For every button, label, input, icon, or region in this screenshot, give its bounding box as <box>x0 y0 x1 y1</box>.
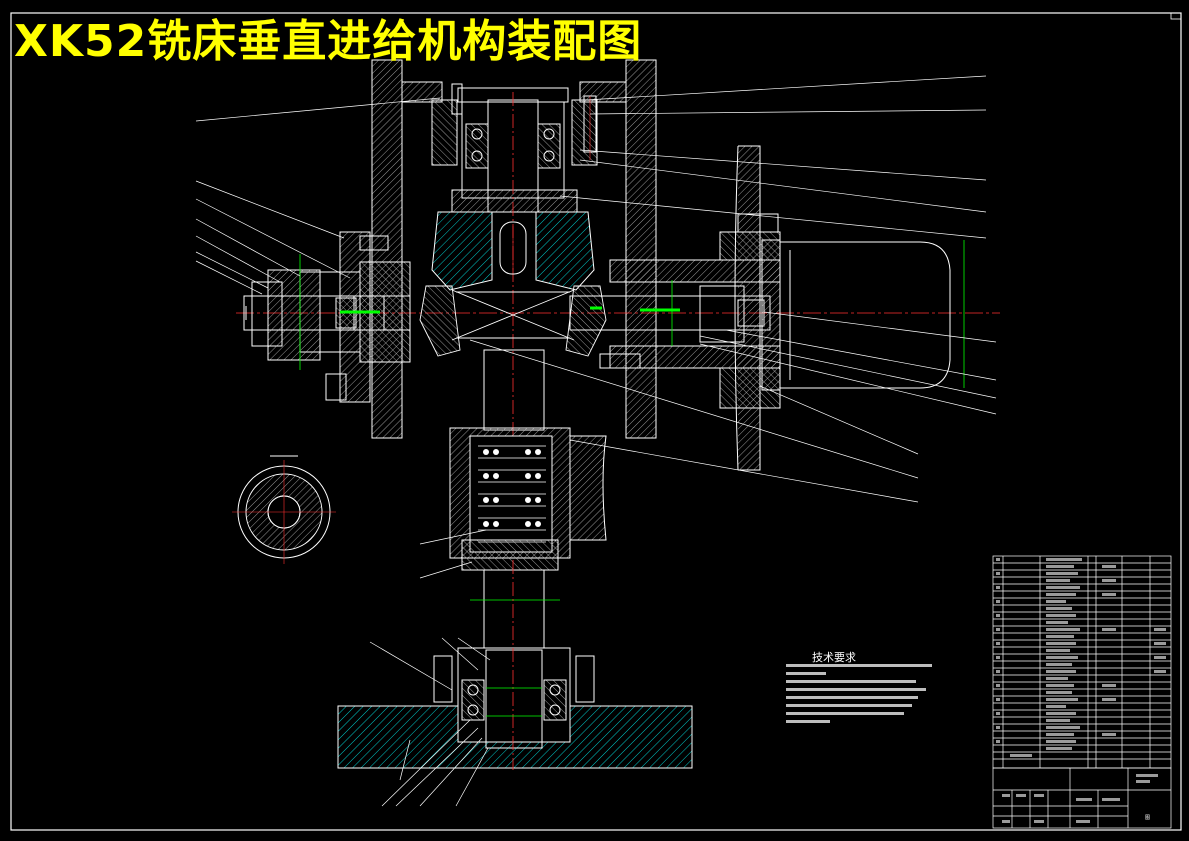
title-block <box>992 767 1172 829</box>
base-bearing-block <box>337 560 693 770</box>
leader-lines <box>195 75 997 807</box>
title-block-fill-marks <box>1002 774 1158 823</box>
title-block-sheet-label: 图 <box>1145 815 1151 821</box>
left-input-assembly <box>243 231 411 403</box>
bevel-mesh-zone <box>419 285 607 357</box>
upper-shaft <box>451 83 597 440</box>
sheet-corner-mark <box>1170 12 1182 20</box>
technical-requirements-heading: 技术要求 <box>812 651 856 664</box>
parts-list-table <box>992 555 1172 769</box>
technical-notes-lines <box>786 664 932 723</box>
upper-housing <box>371 59 657 439</box>
large-bevel-gear <box>431 211 595 291</box>
drawing-title: XK52铣床垂直进给机构装配图 <box>14 16 643 67</box>
sheet-frame <box>10 12 1182 831</box>
parts-list-fill-marks <box>996 558 1166 757</box>
right-column-section <box>734 145 761 471</box>
right-output-assembly <box>569 213 965 409</box>
ball-screw-assembly <box>449 349 607 651</box>
section-view-detail <box>232 455 336 564</box>
